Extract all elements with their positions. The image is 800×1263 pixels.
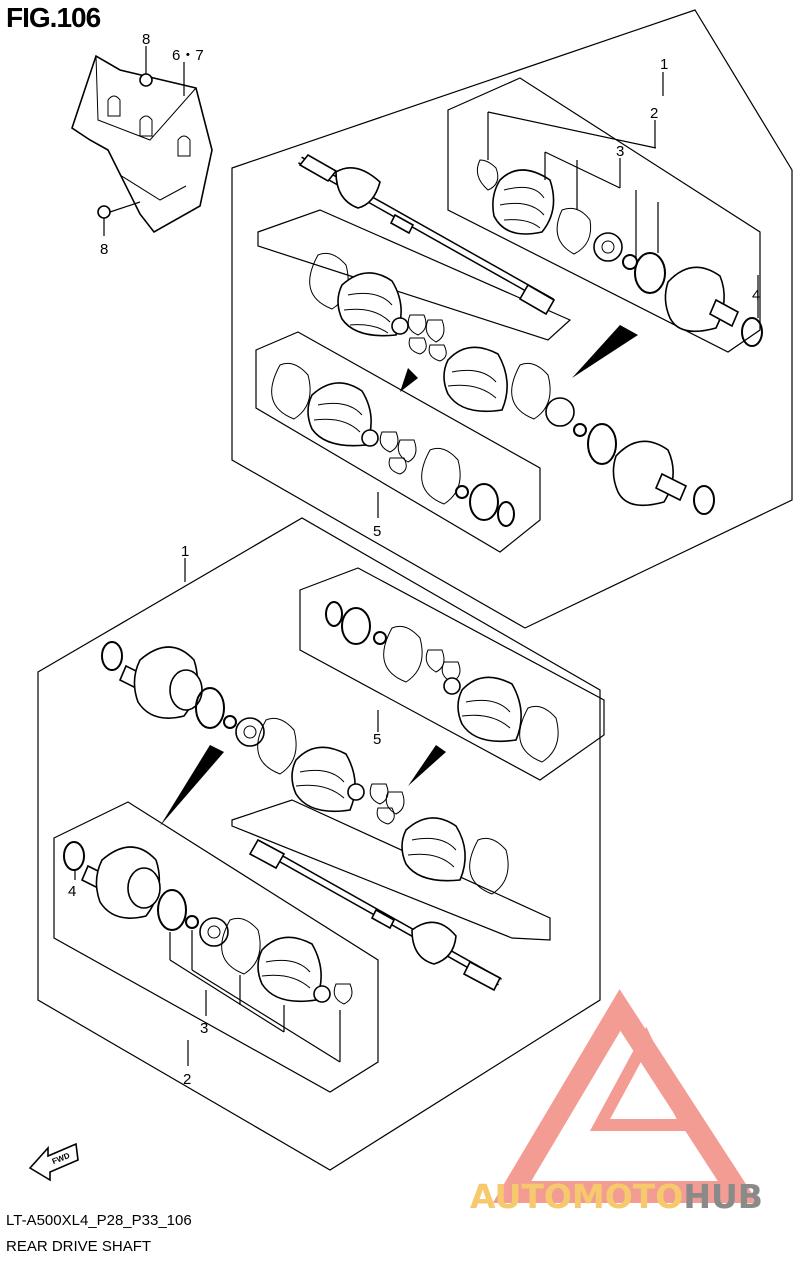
callout-1-upper: 1 (660, 56, 668, 73)
lower-wedge-1 (160, 745, 224, 826)
lower-leaders (74, 558, 379, 1066)
watermark-text: AUTOMOTOHUB (470, 1177, 763, 1216)
upper-assembly: 1 2 3 4 5 (231, 9, 793, 629)
callout-8-bottom: 8 (100, 241, 108, 258)
upper-leaders (377, 72, 759, 518)
callout-4-lower: 4 (68, 883, 76, 900)
callout-3-upper: 3 (616, 143, 624, 160)
lower-box5-parts (325, 601, 559, 763)
upper-box5-parts (271, 362, 515, 527)
lower-assembly: 1 2 3 4 5 (37, 517, 605, 1171)
lower-main-parts (101, 641, 509, 895)
callout-3-lower: 3 (200, 1020, 208, 1037)
watermark-logo-icon (492, 989, 759, 1203)
figure-title: FIG.106 (6, 2, 101, 33)
watermark-text-part1: AUTOMOTO (470, 1177, 683, 1216)
upper-shaft (298, 153, 556, 316)
fwd-arrow-icon: FWD (28, 1142, 79, 1182)
upper-wedge-1 (572, 325, 638, 378)
callout-1-lower: 1 (181, 543, 189, 560)
lower-shaft (248, 838, 502, 992)
lower-box-2 (53, 801, 379, 1093)
lower-wedge-2 (408, 745, 446, 786)
callout-8-top: 8 (142, 31, 150, 48)
upper-wedge-2 (400, 368, 418, 392)
callout-5-lower: 5 (373, 731, 381, 748)
lower-outline-1 (37, 517, 601, 1171)
watermark-text-part2: HUB (683, 1177, 763, 1216)
upper-box-shaft (257, 209, 572, 341)
callout-2-lower: 2 (183, 1071, 191, 1088)
upper-outline-1 (231, 9, 793, 629)
callout-2-upper: 2 (650, 105, 658, 122)
lower-box2-parts (63, 841, 353, 1005)
lower-box-shaft (231, 799, 551, 941)
callout-6-7: 6・7 (172, 47, 204, 64)
upper-top-parts (476, 159, 763, 347)
upper-box-2 (447, 77, 761, 353)
diagram-name: REAR DRIVE SHAFT (6, 1238, 152, 1255)
diagram-code: LT-A500XL4_P28_P33_106 (6, 1212, 192, 1229)
upper-boot-parts (309, 252, 715, 515)
upper-box-5 (255, 331, 541, 553)
lower-box-5 (299, 567, 605, 781)
callout-5-upper: 5 (373, 523, 381, 540)
callout-4-upper: 4 (752, 287, 760, 304)
shaft-guard-bracket (71, 46, 213, 236)
